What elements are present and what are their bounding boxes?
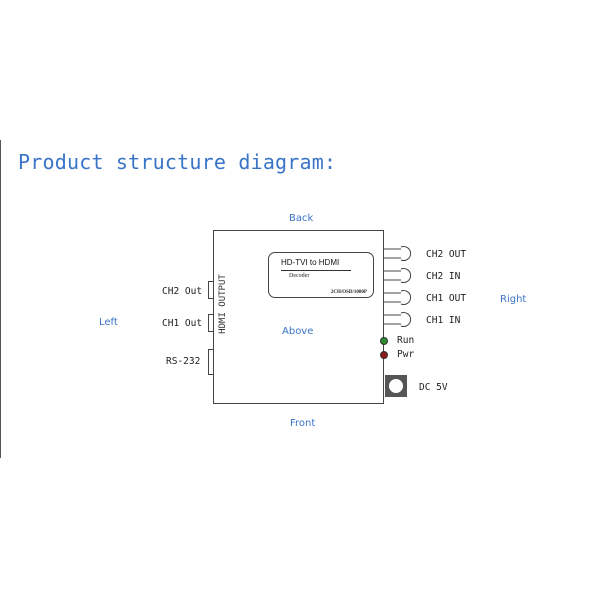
left-label-rs232: RS-232	[166, 356, 201, 367]
jack-ch1-out	[384, 290, 412, 305]
run-led	[380, 337, 388, 345]
right-label-ch2-in: CH2 IN	[426, 271, 461, 282]
run-label: Run	[397, 335, 415, 346]
dc-power-label: DC 5V	[419, 382, 448, 393]
direction-left: Left	[99, 317, 118, 328]
face-divider	[281, 270, 351, 271]
direction-right: Right	[500, 294, 527, 305]
pwr-label: Pwr	[397, 349, 415, 360]
page-border	[0, 140, 1, 458]
face-title: HD-TVI to HDMI	[281, 258, 340, 267]
face-spec: 2CH/OSD/1080P	[330, 290, 367, 295]
jack-ch1-in	[384, 312, 412, 327]
right-label-ch2-out: CH2 OUT	[426, 249, 467, 260]
dc-power-hole	[389, 379, 403, 393]
direction-back: Back	[289, 213, 314, 224]
left-port-ch2-out	[208, 281, 213, 299]
right-jacks	[384, 246, 412, 327]
left-label-ch2-out: CH2 Out	[162, 286, 203, 297]
left-label-ch1-out: CH1 Out	[162, 318, 203, 329]
pwr-led	[380, 351, 388, 359]
face-subtitle: Decoder	[289, 273, 310, 279]
left-port-rs232	[208, 349, 213, 375]
direction-front: Front	[290, 418, 316, 429]
left-port-ch1-out	[208, 314, 213, 332]
right-label-ch1-out: CH1 OUT	[426, 293, 467, 304]
device-face-plate: HD-TVI to HDMI Decoder 2CH/OSD/1080P	[268, 252, 374, 298]
direction-above: Above	[282, 326, 314, 337]
right-label-ch1-in: CH1 IN	[426, 315, 461, 326]
dc-power-jack	[385, 375, 407, 397]
jack-ch2-in	[384, 268, 412, 283]
jack-ch2-out	[384, 246, 412, 261]
hdmi-output-label: HDMI OUTPUT	[218, 274, 228, 334]
page-title: Product structure diagram:	[18, 150, 337, 174]
